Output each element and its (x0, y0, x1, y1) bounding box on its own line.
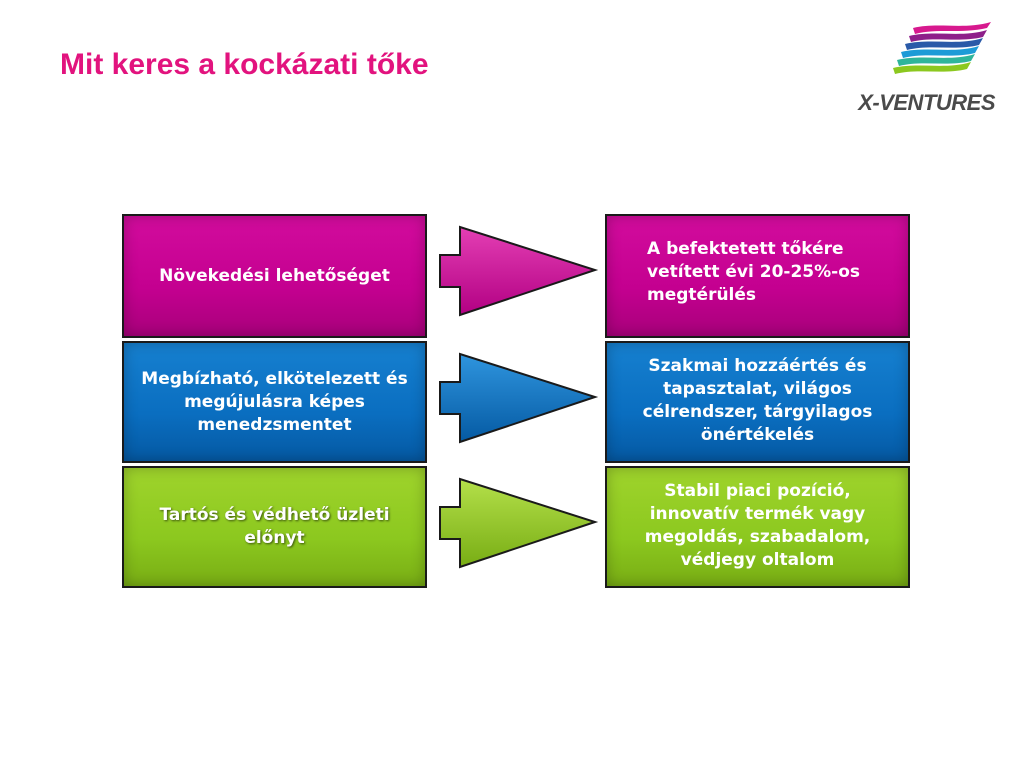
right-arrow-icon (439, 477, 599, 569)
logo-text: X-VENTURES (858, 90, 995, 115)
box-expertise: Szakmai hozzáértés és tapasztalat, világ… (605, 341, 910, 463)
box-label: Megbízható, elkötelezett és megújulásra … (141, 368, 408, 435)
right-arrow-icon (439, 352, 599, 444)
box-growth-opportunity: Növekedési lehetőséget (122, 214, 427, 338)
box-label: Stabil piaci pozíció, innovatív termék v… (644, 481, 871, 570)
right-arrow-icon (439, 225, 599, 317)
box-label: A befektetett tőkére vetített évi 20-25%… (647, 239, 861, 305)
x-ventures-logo: X-VENTURES (845, 20, 1000, 120)
x-ventures-logo-icon (893, 22, 991, 74)
box-return-on-investment: A befektetett tőkére vetített évi 20-25%… (605, 214, 910, 338)
slide-title: Mit keres a kockázati tőke (60, 48, 429, 81)
box-label: Szakmai hozzáértés és tapasztalat, világ… (642, 356, 873, 445)
box-market-position: Stabil piaci pozíció, innovatív termék v… (605, 466, 910, 588)
box-label: Tartós és védhető üzleti előnyt (159, 505, 390, 548)
box-competitive-advantage: Tartós és védhető üzleti előnyt (122, 466, 427, 588)
box-label: Növekedési lehetőséget (159, 265, 390, 286)
box-reliable-management: Megbízható, elkötelezett és megújulásra … (122, 341, 427, 463)
